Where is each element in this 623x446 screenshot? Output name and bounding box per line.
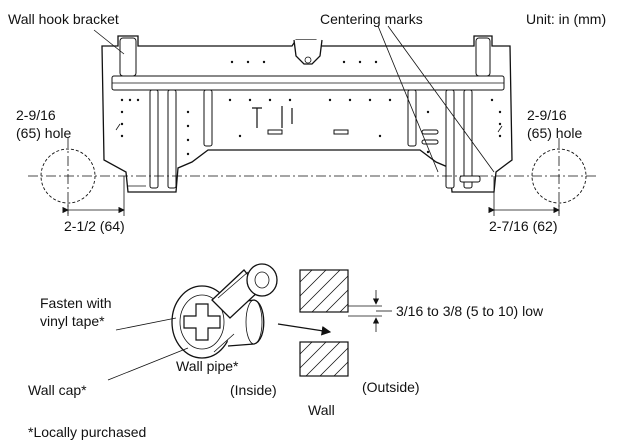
- wall-pipe-leader: [213, 333, 235, 353]
- wall-cap-leader: [107, 347, 189, 381]
- fasten-line1-label: Fasten with: [40, 295, 112, 311]
- right-hole-name-label: (65) hole: [527, 125, 582, 141]
- centering-leader-2: [387, 25, 495, 173]
- right-hole-size-label: 2-9/16: [527, 107, 567, 123]
- wall-hook-bracket-label: Wall hook bracket: [8, 11, 119, 27]
- unit-label: Unit: in (mm): [526, 11, 606, 27]
- bracket-leader: [93, 29, 125, 55]
- wall-pipe-label: Wall pipe*: [176, 358, 239, 374]
- arrow-right-icon: [277, 323, 332, 336]
- left-offset-dimension: [62, 176, 146, 216]
- wall-pipe-icon: [211, 263, 278, 347]
- wall-label: Wall: [308, 402, 335, 418]
- footnote-label: *Locally purchased: [28, 424, 146, 440]
- inside-label: (Inside): [230, 382, 277, 398]
- fasten-line2-label: vinyl tape*: [40, 313, 105, 329]
- left-hole-name-label: (65) hole: [16, 125, 71, 141]
- centering-leader-1: [377, 25, 439, 173]
- left-offset-label: 2-1/2 (64): [64, 218, 125, 234]
- centering-marks-label: Centering marks: [320, 11, 423, 27]
- wall-cap-label: Wall cap*: [28, 382, 87, 398]
- right-offset-label: 2-7/16 (62): [489, 218, 557, 234]
- right-offset-dimension: [488, 176, 560, 216]
- slope-label: 3/16 to 3/8 (5 to 10) low: [396, 303, 544, 319]
- left-hole-size-label: 2-9/16: [16, 107, 56, 123]
- right-hole-icon: [531, 138, 587, 214]
- outside-label: (Outside): [362, 379, 420, 395]
- slope-dimension: [348, 290, 392, 332]
- hatched-wall-section-icon: [299, 269, 349, 377]
- left-hole-icon: [40, 138, 96, 214]
- fasten-leader: [115, 317, 177, 331]
- wall-hook-bracket-icon: [101, 35, 513, 193]
